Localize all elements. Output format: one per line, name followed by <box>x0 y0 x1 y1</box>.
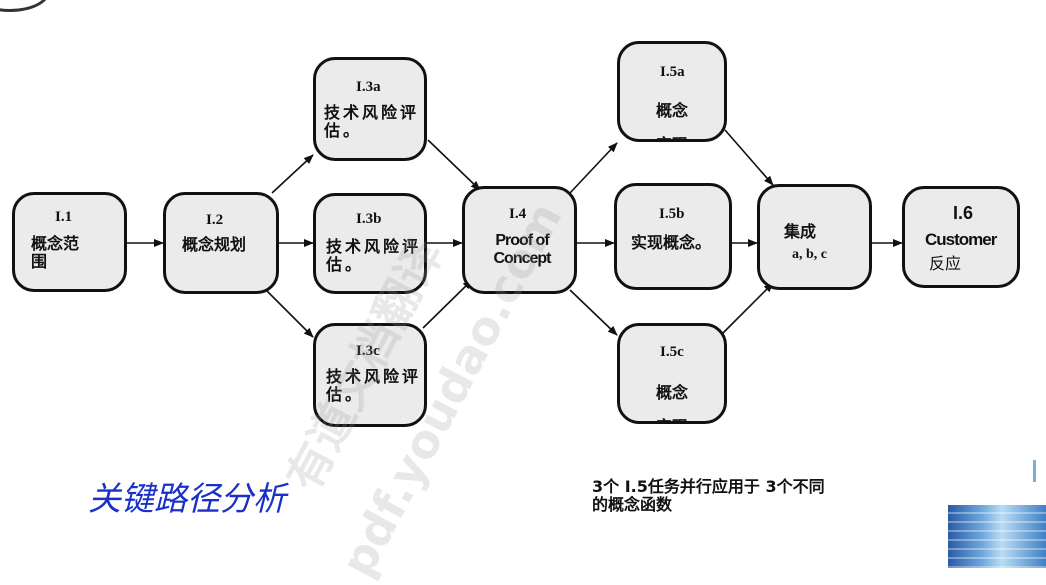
node-integrate-sub: a, b, c <box>792 247 827 262</box>
node-i5c: I.5c 概念实现 <box>617 323 727 424</box>
node-i5b-id: I.5b <box>659 206 685 222</box>
node-i2-text: 概念规划 <box>182 235 247 254</box>
node-i3a-id: I.3a <box>356 79 381 95</box>
node-i5a-id: I.5a <box>660 64 685 80</box>
note-text: 3个 I.5任务并行应用于 3个不同的概念函数 <box>592 477 825 514</box>
node-i3a: I.3a 技术风险评估。 <box>313 57 427 161</box>
node-integrate-text: 集成 <box>784 222 817 241</box>
node-i4-text: Proof of Concept <box>493 232 552 267</box>
node-i1-text: 概念范围 <box>31 234 80 271</box>
node-i4: I.4 Proof of Concept <box>462 186 577 294</box>
node-integrate: 集成 a, b, c <box>757 184 872 290</box>
node-i5c-id: I.5c <box>660 344 684 360</box>
node-i3b-text: 技术风险评估。 <box>326 237 422 274</box>
arrow-i3a-i4 <box>427 139 481 191</box>
node-i5a: I.5a 概念实现 <box>617 41 727 142</box>
arrow-i3c-i4 <box>422 279 473 329</box>
node-i3b: I.3b 技术风险评估。 <box>313 193 427 294</box>
arrow-i4-i5c <box>569 289 618 336</box>
node-i1-id: I.1 <box>55 209 73 225</box>
node-i3c-text: 技术风险评估。 <box>326 367 422 404</box>
node-i2-id: I.2 <box>206 212 224 228</box>
arrow-i2-i3a <box>271 154 314 194</box>
node-i1: I.1 概念范围 <box>12 192 127 292</box>
arrow-i2-i3c <box>263 287 314 338</box>
node-i3c-id: I.3c <box>356 343 380 359</box>
node-i6-text: Customer <box>925 230 997 249</box>
building-image <box>948 505 1046 568</box>
page-title: 关键路径分析 <box>88 479 286 518</box>
flow-arrows <box>127 129 903 338</box>
node-i4-id: I.4 <box>509 206 527 222</box>
node-i3c: I.3c 技术风险评估。 <box>313 323 427 427</box>
node-i5c-text: 概念实现 <box>656 383 689 421</box>
arrow-i5c-integrate <box>722 282 774 334</box>
arrow-i4-i5a <box>569 142 618 194</box>
node-i3b-id: I.3b <box>356 211 382 227</box>
arrow-i5a-integrate <box>724 129 774 186</box>
node-i5a-text: 概念实现 <box>656 101 689 139</box>
node-i6: I.6 Customer 反应 <box>902 186 1020 288</box>
decor-bar <box>1033 460 1036 482</box>
node-i6-id: I.6 <box>953 203 974 223</box>
node-i5b: I.5b 实现概念。 <box>614 183 732 290</box>
node-i2: I.2 概念规划 <box>163 192 279 294</box>
node-i6-text2: 反应 <box>929 254 962 273</box>
node-i3a-text: 技术风险评估。 <box>324 103 420 140</box>
node-i5b-text: 实现概念。 <box>631 233 712 252</box>
